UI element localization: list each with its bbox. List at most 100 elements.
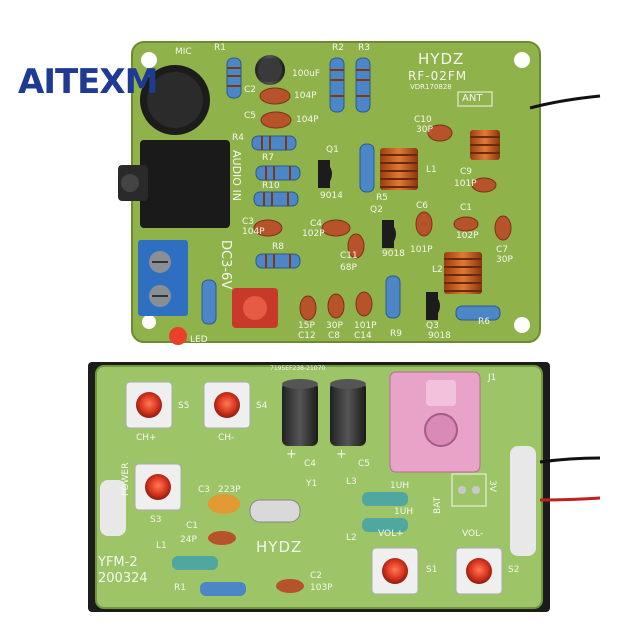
label-c3: C3 [198,485,211,495]
resistor-r8 [255,253,301,269]
value-c10: 30P [416,125,433,135]
value-c12: 15P [298,321,315,331]
inductor-l3 [362,492,408,506]
label-s5: S5 [178,401,190,411]
ant-label: ANT [462,93,483,104]
label-r1: R1 [174,583,186,593]
button-s2[interactable] [455,547,503,595]
value-c4: 102P [302,229,325,239]
cap-c4-electrolytic [282,379,318,446]
label-vol-minus: VOL- [462,529,484,539]
label-r10: R10 [262,181,280,191]
cap-c5 [260,111,292,129]
label-l1: L1 [156,541,167,551]
top-version-text: VDR170828 [410,83,452,91]
value-c6: 101P [410,245,433,255]
cap-c5-electrolytic [330,379,366,446]
value-c11: 68P [340,263,357,273]
label-q3: Q3 [426,321,439,331]
cap-c2 [276,579,304,593]
label-c4: C4 [310,219,323,229]
label-c2: C2 [244,85,257,95]
cap-c7 [494,215,512,241]
cap-c1 [208,531,236,545]
cap-c2 [259,87,291,105]
label-bat: BAT [433,496,443,514]
label-c7: C7 [496,245,509,255]
audio-jack [140,140,230,228]
cable-clip-right [510,446,536,556]
label-c3: C3 [242,217,255,227]
label-c1: C1 [460,203,473,213]
label-c2: C2 [310,571,323,581]
inductor-l1 [172,556,218,570]
cap-c10 [427,124,453,142]
resistor-r7 [255,165,301,181]
resistor-r6 [455,305,501,321]
label-y1: Y1 [306,479,318,489]
label-3v: 3V [487,480,497,492]
label-s4: S4 [256,401,268,411]
label-j1: J1 [488,373,497,383]
led [169,327,187,345]
value-c9: 101P [454,179,477,189]
value-c1: 24P [180,535,197,545]
cap-c8 [327,293,345,319]
resistor-r4 [251,135,297,151]
resistor-r2 [329,57,345,113]
cap-c12 [299,295,317,321]
label-c1: C1 [186,521,199,531]
resistor-r1 [200,582,246,596]
label-q2: Q2 [370,205,383,215]
label-r9: R9 [390,329,402,339]
button-s3[interactable] [134,463,182,511]
resistor-r3 [355,57,371,113]
power-label: DC3-6V [218,240,233,290]
value-c3: 104P [242,227,265,237]
plus-c4: + [286,447,297,462]
label-r1: R1 [214,43,226,53]
led-label: LED [190,335,208,345]
value-100uf: 100uF [292,69,321,79]
label-power: POWER [121,462,131,496]
label-vol-plus: VOL+ [378,529,404,539]
label-r3: R3 [358,43,370,53]
top-pcb [118,41,601,345]
label-s2: S2 [508,565,520,575]
label-l2: L2 [346,533,357,543]
label-c5: C5 [358,459,371,469]
bottom-date-text: 200324 [98,571,148,586]
type-q2: 9018 [382,249,405,259]
label-c8: C8 [328,331,341,341]
bottom-pcb [88,362,601,612]
top-model-text: RF-02FM [408,69,468,83]
top-maker-text: HYDZ [418,50,465,68]
label-r2: R2 [332,43,344,53]
label-r4: R4 [232,133,244,143]
brand-logo: AITEXM [18,62,158,102]
label-c5: C5 [244,111,257,121]
label-l1: L1 [426,165,437,175]
value-c14: 101P [354,321,377,331]
label-c10: C10 [414,115,432,125]
label-c4: C4 [304,459,317,469]
cap-c3 [253,219,283,237]
button-s1[interactable] [371,547,419,595]
coil-ant [470,130,500,160]
label-r6: R6 [478,317,490,327]
resistor-r1 [226,57,242,99]
cap-c14 [355,291,373,317]
value-c1: 102P [456,231,479,241]
value-c2: 104P [294,91,317,101]
cap-c3 [208,494,240,514]
label-r7: R7 [262,153,274,163]
label-l2: L2 [432,265,443,275]
label-c6: C6 [416,201,429,211]
button-s5[interactable] [125,381,173,429]
mic-label: MIC [175,47,192,57]
cable-clip-left [100,480,126,536]
button-s4[interactable] [203,381,251,429]
type-q3: 9018 [428,331,451,341]
resistor-r5 [359,143,375,193]
resistor-r9 [385,275,401,319]
